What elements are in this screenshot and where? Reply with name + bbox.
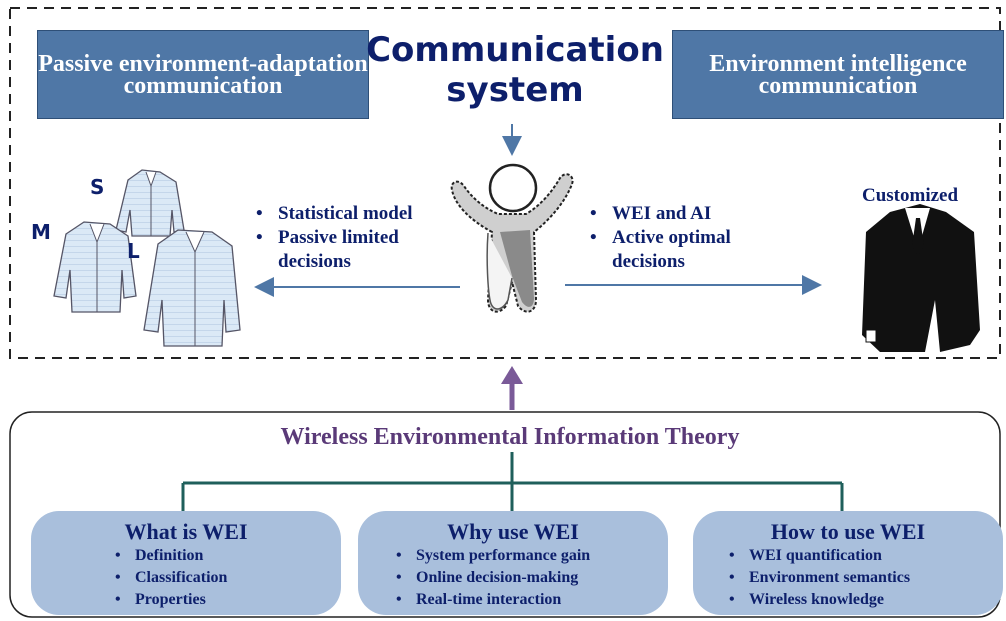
top-panel-border — [9, 7, 1001, 359]
shirt-m — [53, 221, 137, 313]
shirt-size-s-label: S — [90, 175, 105, 199]
how-to-use-wei-card: How to use WEI WEI quantification Enviro… — [693, 511, 1003, 615]
card-item: Classification — [111, 567, 227, 589]
passive-bullet-list: Statistical model Passive limited decisi… — [252, 202, 462, 274]
card-item: Online decision-making — [392, 567, 590, 589]
why-use-wei-card: Why use WEI System performance gain Onli… — [358, 511, 668, 615]
card-item: Wireless knowledge — [725, 589, 910, 611]
card-item: Properties — [111, 589, 227, 611]
suit-icon — [862, 204, 980, 352]
passive-bullet-item: Passive limited decisions — [252, 226, 462, 274]
theory-title: Wireless Environmental Information Theor… — [280, 424, 740, 450]
card-item: Definition — [111, 545, 227, 567]
intelligence-banner-text: Environment intelligence communication — [709, 50, 967, 99]
card-item-list: Definition Classification Properties — [111, 545, 227, 611]
shirt-l — [143, 229, 241, 347]
card-item: System performance gain — [392, 545, 590, 567]
passive-banner-text: Passive environment-adaptation communica… — [38, 50, 368, 99]
intelligence-communication-banner: Environment intelligence communication — [672, 30, 1004, 119]
card-item: Real-time interaction — [392, 589, 590, 611]
passive-communication-banner: Passive environment-adaptation communica… — [37, 30, 369, 119]
card-title: How to use WEI — [770, 519, 926, 544]
tree-connectors — [181, 452, 844, 511]
shirt-size-m-label: M — [31, 220, 51, 244]
card-item-list: System performance gain Online decision-… — [392, 545, 590, 611]
customized-label: Customized — [862, 185, 959, 206]
communication-system-title: Communication system — [366, 30, 664, 110]
passive-bullet-item: Statistical model — [252, 202, 462, 226]
shirt-size-l-label: L — [127, 239, 140, 263]
what-is-wei-card: What is WEI Definition Classification Pr… — [31, 511, 341, 615]
card-item-list: WEI quantification Environment semantics… — [725, 545, 910, 611]
shirt-s — [115, 169, 185, 237]
bottom-panel-border — [9, 411, 1001, 618]
card-item: Environment semantics — [725, 567, 910, 589]
card-title: What is WEI — [124, 519, 248, 544]
active-bullet-item: WEI and AI — [586, 202, 806, 226]
card-item: WEI quantification — [725, 545, 910, 567]
active-bullet-item: Active optimal decisions — [586, 226, 806, 274]
purple-up-arrowhead — [501, 366, 523, 384]
card-title: Why use WEI — [447, 519, 579, 544]
active-bullet-list: WEI and AI Active optimal decisions — [586, 202, 806, 274]
person-figure — [450, 163, 574, 313]
